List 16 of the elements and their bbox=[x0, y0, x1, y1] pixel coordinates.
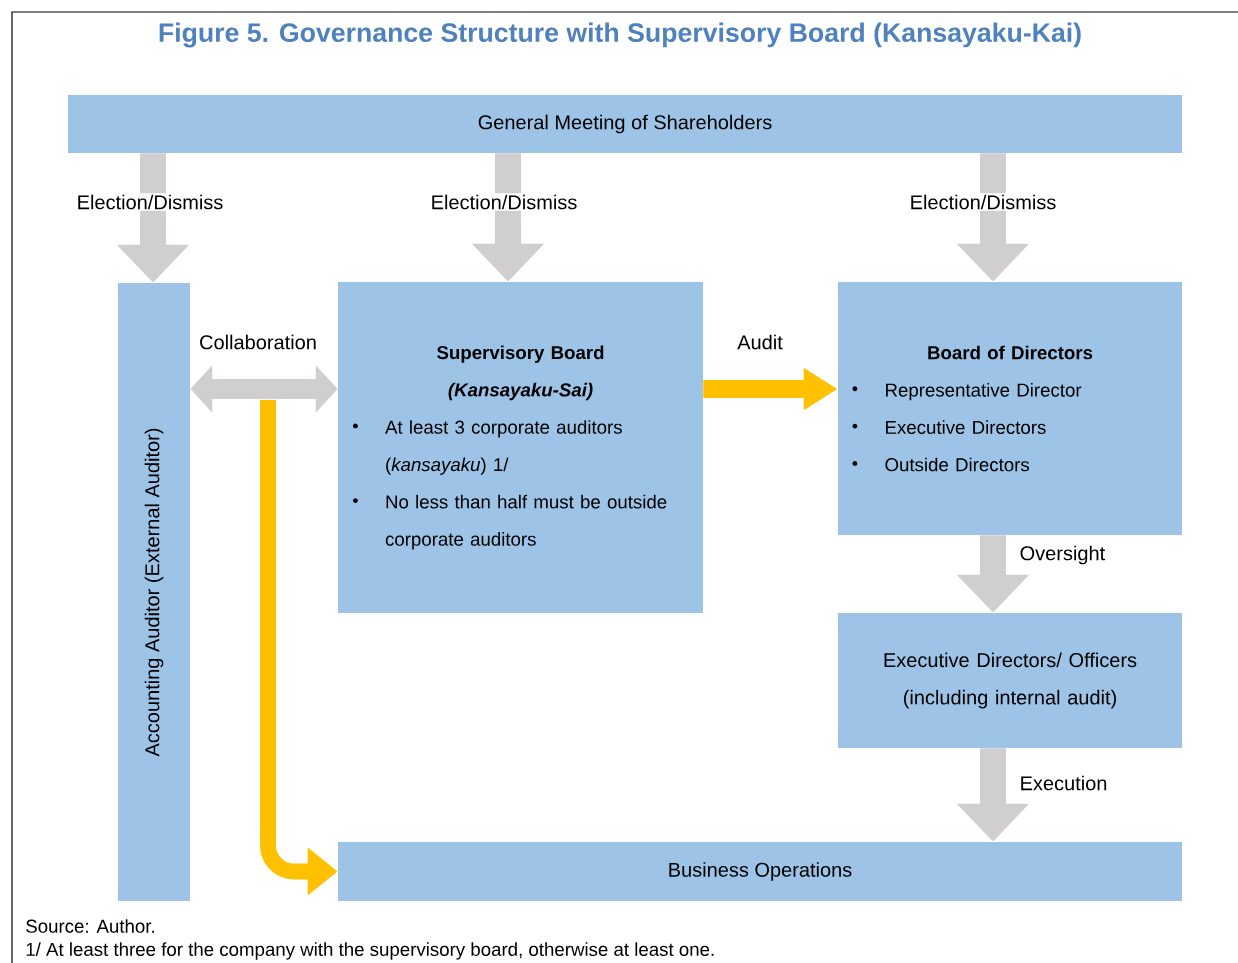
process-box: Board of Directors Representative Director Executive Directors Outside Directors bbox=[838, 282, 1182, 535]
edge-label: Election/Dismiss bbox=[75, 193, 225, 211]
footnote: 1/ At least three for the company with the supervisory board, otherwise at least one. bbox=[26, 942, 714, 960]
edge-label: Audit bbox=[735, 333, 785, 351]
meeting-band: General Meeting of Shareholders bbox=[68, 95, 1182, 153]
edge-label: Collaboration bbox=[197, 333, 319, 351]
auditor-bar: Accounting Auditor (External Auditor) bbox=[118, 283, 190, 901]
edge-label: Election/Dismiss bbox=[429, 193, 579, 211]
edge-label: Election/Dismiss bbox=[908, 193, 1058, 211]
edge-label: Oversight bbox=[1018, 544, 1107, 566]
figure-title: Figure 5. Governance Structure with Supervisory Board (Kansayaku-Kai) bbox=[159, 22, 1081, 48]
process-box: Executive Directors/ Officers (including internal audit) bbox=[838, 613, 1182, 748]
footnote: Source: Author. bbox=[26, 919, 154, 933]
edge-label: Execution bbox=[1018, 774, 1109, 792]
operations-band: Business Operations bbox=[338, 842, 1182, 901]
process-box: Supervisory Board (Kansayaku-Sai) At least 3 corporate auditors (kansayaku) 1/ No less than half must be outside corporate auditors bbox=[338, 282, 703, 613]
